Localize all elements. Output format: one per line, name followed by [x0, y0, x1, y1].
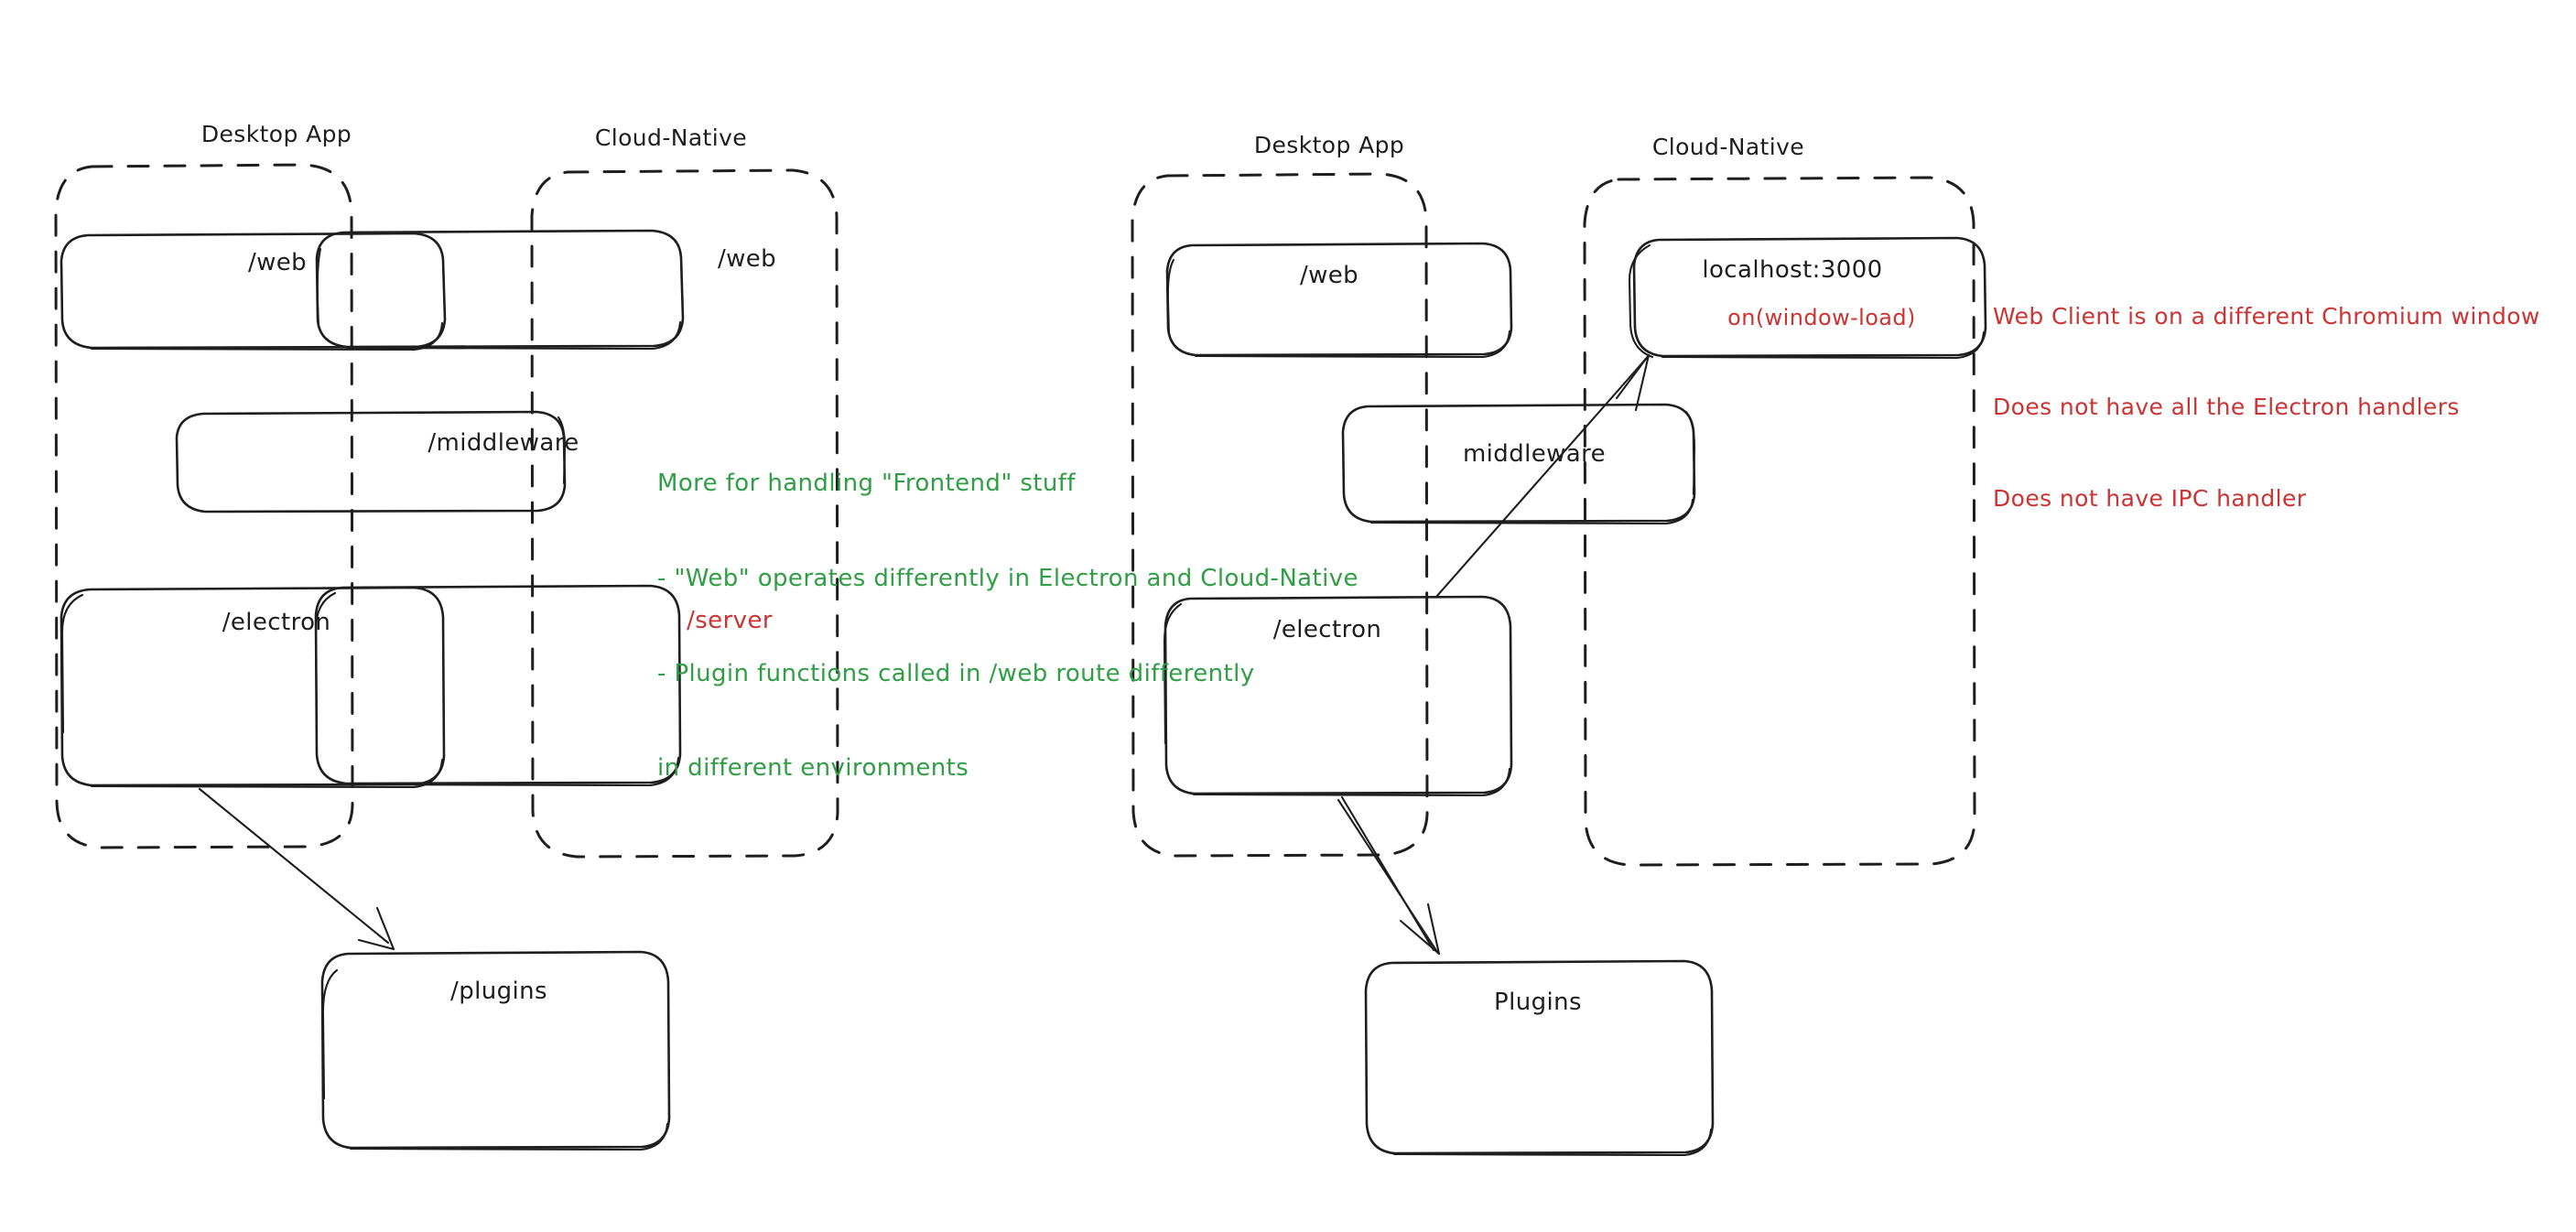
right-box-middleware-outline	[1341, 403, 1696, 525]
left-box-label-electron[interactable]: /electron	[222, 609, 331, 636]
right-desktop-app-group-outline	[1131, 172, 1429, 858]
left-box-middleware-outline	[175, 410, 567, 513]
green-note-line-4: in different environments	[657, 754, 969, 783]
red-note-line-2: Does not have all the Electron handlers	[1993, 394, 2460, 421]
red-note-line-1: Web Client is on a different Chromium wi…	[1993, 302, 2540, 330]
right-box-label-plugins[interactable]: Plugins	[1494, 989, 1582, 1016]
left-group-label-desktop-app: Desktop App	[200, 121, 352, 147]
left-cloud-native-group-outline	[530, 168, 839, 859]
right-box-label-web[interactable]: /web	[1299, 262, 1359, 289]
green-note-line-2: - "Web" operates differently in Electron…	[657, 564, 1358, 592]
right-box-localhost-outline	[1628, 236, 1987, 360]
right-arrow-electron-to-plugins	[1337, 795, 1441, 956]
right-box-label-middleware[interactable]: middleware	[1462, 440, 1607, 468]
red-annotation-note: Web Client is on a different Chromium wi…	[1993, 240, 2540, 575]
right-cloud-native-group-outline	[1583, 176, 1976, 867]
left-arrow-electron-to-plugins	[198, 787, 395, 951]
red-note-line-3: Does not have IPC handler	[1993, 485, 2307, 512]
left-box-web-cloud-outline	[315, 229, 685, 351]
left-box-plugins-outline	[320, 950, 671, 1151]
green-annotation-note: More for handling "Frontend" stuff - "We…	[657, 405, 1358, 848]
green-note-line-3: - Plugin functions called in /web route …	[657, 659, 1255, 687]
left-box-label-middleware[interactable]: /middleware	[428, 429, 579, 457]
right-box-web-outline	[1165, 242, 1513, 359]
right-arrow-electron-to-localhost	[1434, 353, 1651, 599]
right-box-sublabel-on-window-load: on(window-load)	[1727, 305, 1916, 330]
right-group-label-cloud-native: Cloud-Native	[1651, 134, 1805, 160]
right-group-label-desktop-app: Desktop App	[1253, 132, 1405, 158]
left-desktop-app-group-outline	[54, 163, 354, 849]
green-note-line-1: More for handling "Frontend" stuff	[657, 470, 1076, 498]
right-box-label-electron[interactable]: /electron	[1272, 616, 1382, 643]
left-box-label-web-cloud[interactable]: /web	[717, 245, 777, 273]
left-group-label-cloud-native: Cloud-Native	[594, 124, 748, 151]
left-box-label-plugins[interactable]: /plugins	[450, 978, 547, 1005]
left-box-server-outline	[314, 584, 682, 787]
left-box-label-web-desktop[interactable]: /web	[247, 249, 308, 276]
right-box-label-localhost[interactable]: localhost:3000	[1702, 256, 1883, 284]
left-box-label-server[interactable]: /server	[687, 607, 773, 634]
right-box-electron-outline	[1163, 595, 1513, 797]
right-box-plugins-outline	[1364, 959, 1715, 1157]
